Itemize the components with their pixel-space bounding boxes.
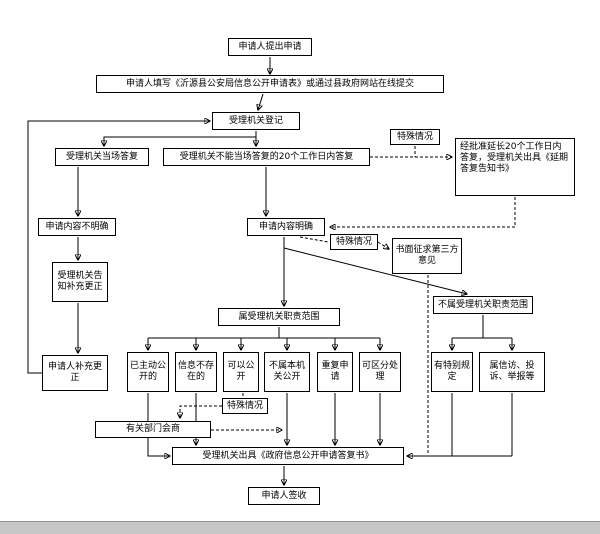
window-bottom-bar bbox=[0, 521, 600, 534]
node-reply-onsite: 受理机关当场答复 bbox=[55, 148, 149, 166]
node-department-consult: 有关部门会商 bbox=[95, 421, 211, 438]
node-register: 受理机关登记 bbox=[212, 112, 300, 130]
node-third-party-opinion: 书面征求第三方意见 bbox=[392, 238, 462, 274]
node-notify-correction: 受理机关告知补充更正 bbox=[52, 262, 108, 302]
node-special-case-1: 特殊情况 bbox=[390, 129, 440, 145]
node-issue-reply: 受理机关出具《政府信息公开申请答复书》 bbox=[172, 447, 404, 465]
node-content-unclear: 申请内容不明确 bbox=[38, 218, 116, 236]
node-extend-reply: 经批准延长20个工作日内答复，受理机关出具《延期答复告知书》 bbox=[455, 138, 575, 196]
node-info-not-exist: 信息不存在的 bbox=[175, 352, 217, 392]
node-special-case-2: 特殊情况 bbox=[330, 234, 378, 250]
node-in-scope: 属受理机关职责范围 bbox=[218, 308, 340, 326]
node-fill-form: 申请人填写《沂源县公安局信息公开申请表》或通过县政府网站在线提交 bbox=[96, 75, 444, 93]
node-applicant-correction: 申请人补充更正 bbox=[42, 355, 108, 391]
node-already-published: 已主动公开的 bbox=[127, 352, 169, 392]
node-submit: 申请人提出申请 bbox=[228, 38, 312, 56]
node-can-disclose: 可以公开 bbox=[223, 352, 259, 392]
node-reply-20days: 受理机关不能当场答复的20个工作日内答复 bbox=[163, 148, 370, 166]
node-out-of-scope: 不属受理机关职责范围 bbox=[433, 296, 533, 314]
node-petition-complaint: 属信访、投诉、举报等 bbox=[479, 352, 545, 392]
node-other-authority: 不属本机关公开 bbox=[264, 352, 310, 392]
node-special-case-3: 特殊情况 bbox=[222, 398, 268, 414]
node-repeat-application: 重复申请 bbox=[317, 352, 353, 392]
node-content-clear: 申请内容明确 bbox=[247, 218, 325, 236]
node-applicant-sign: 申请人签收 bbox=[248, 487, 320, 505]
node-separable-handling: 可区分处理 bbox=[359, 352, 401, 392]
node-special-provisions: 有特别规定 bbox=[431, 352, 473, 392]
